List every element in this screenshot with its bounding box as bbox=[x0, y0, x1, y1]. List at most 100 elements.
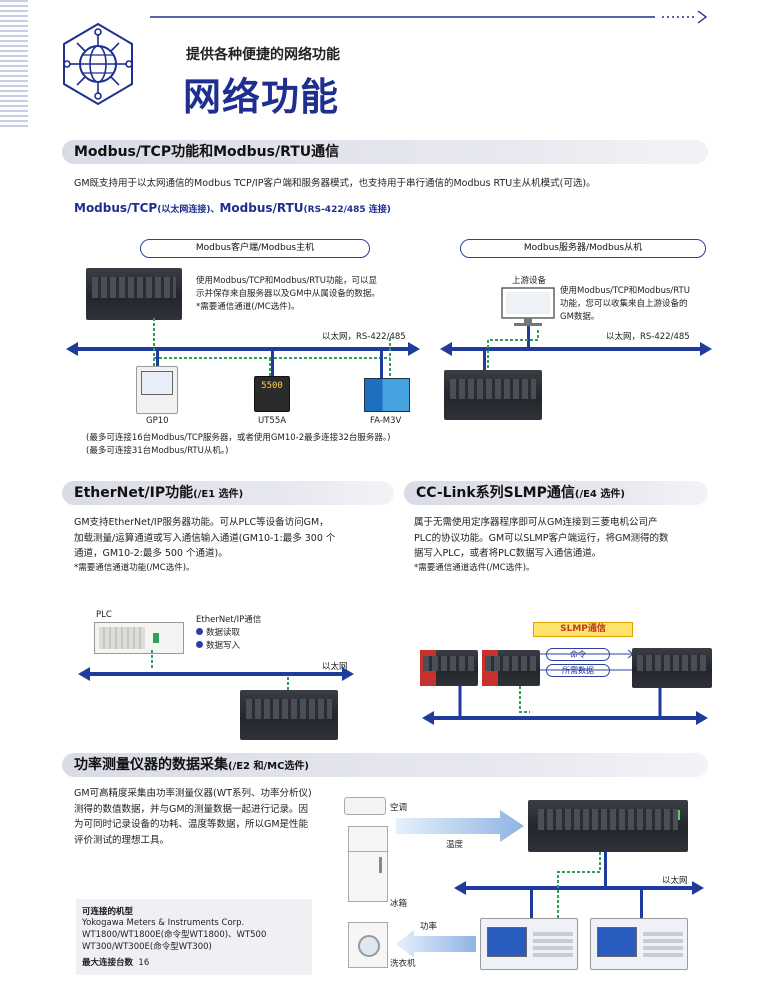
server-desc-line-2: 功能，您可以收集来自上游设备的 bbox=[560, 299, 688, 309]
dot-icon bbox=[196, 628, 203, 635]
models-line-2: WT1800/WT1800E(命令型WT1800)、WT500 bbox=[82, 930, 267, 940]
ut55a-device: 5500 bbox=[254, 376, 290, 412]
bus-left-arrow-r bbox=[408, 342, 420, 356]
gm-recorder-ethernetip bbox=[240, 690, 338, 740]
cclink-links bbox=[458, 686, 662, 716]
ethernetip-line-3: 通道，GM10-2:最多 500 个通道)。 bbox=[74, 548, 228, 559]
wt-power-meter-1 bbox=[480, 918, 578, 970]
client-desc-line-3: *需要通信通道(/MC选件)。 bbox=[196, 302, 300, 312]
power-label: 功率 bbox=[420, 922, 438, 932]
power-drop-wt2 bbox=[640, 888, 643, 918]
modbus-server-link bbox=[487, 328, 539, 378]
power-desc: GM可高精度采集由功率测量仪器(WT系列、功率分析仪) 测得的数值数据，并与GM… bbox=[74, 786, 340, 848]
modbus-server-pill: Modbus服务器/Modbus从机 bbox=[460, 239, 706, 258]
modbus-client-links bbox=[153, 318, 391, 376]
washing-machine-icon bbox=[348, 922, 388, 968]
fridge-label: 冰箱 bbox=[390, 899, 408, 909]
ethernetip-links bbox=[151, 650, 289, 690]
modbus-note-2: (最多可连接31台Modbus/RTU从机。) bbox=[86, 446, 229, 456]
globe-network-icon bbox=[63, 22, 133, 106]
bus-drop-ut55a bbox=[271, 350, 274, 378]
max-connection-label: 最大连接台数 bbox=[82, 958, 134, 968]
gm-recorder-server bbox=[444, 370, 542, 420]
legend-write-text: 数据写入 bbox=[206, 641, 241, 651]
ut55a-display: 5500 bbox=[261, 381, 283, 391]
bus-left-arrow-l bbox=[66, 342, 78, 356]
modbus-note-1: (最多可连接16台Modbus/TCP服务器，或者使用GM10-2最多连接32台… bbox=[86, 433, 391, 443]
ethernetip-bus-label: 以太网 bbox=[322, 662, 348, 672]
legend-read-text: 数据读取 bbox=[206, 628, 241, 638]
power-bus bbox=[460, 886, 696, 890]
mitsubishi-plc-1 bbox=[420, 650, 478, 686]
modbus-intro: GM既支持用于以太网通信的Modbus TCP/IP客户端和服务器模式，也支持用… bbox=[74, 178, 596, 189]
cclink-line-1: 属于无需使用定序器程序即可从GM连接到三菱电机公司产 bbox=[414, 517, 658, 528]
air-conditioner-icon bbox=[344, 797, 386, 815]
cclink-desc: 属于无需使用定序器程序即可从GM连接到三菱电机公司产 PLC的协议功能。GM可以… bbox=[414, 515, 710, 575]
power-bus-label: 以太网 bbox=[662, 876, 688, 886]
legend-read: 数据读取 bbox=[196, 627, 261, 640]
server-desc-line-1: 使用Modbus/TCP和Modbus/RTU bbox=[560, 286, 690, 296]
bus-line-right bbox=[446, 347, 706, 351]
bus-drop-fam3v bbox=[380, 350, 383, 378]
power-bus-arrow-l bbox=[454, 881, 466, 895]
cclink-bus bbox=[428, 716, 700, 720]
power-drop-gm bbox=[604, 852, 607, 888]
models-line-1: Yokogawa Meters & Instruments Corp. bbox=[82, 918, 245, 928]
page-title: 网络功能 bbox=[183, 75, 340, 119]
temperature-arrow bbox=[396, 810, 524, 842]
ethernetip-bus bbox=[84, 672, 346, 676]
compatible-models-box: 可连接的机型 Yokogawa Meters & Instruments Cor… bbox=[76, 899, 312, 975]
modbus-bus-label-left: 以太网，RS-422/485 bbox=[322, 332, 406, 342]
bus-line-left bbox=[72, 347, 412, 351]
bus-drop-server-gm bbox=[483, 350, 486, 372]
washer-label: 洗衣机 bbox=[390, 959, 416, 969]
plc-device bbox=[94, 622, 184, 654]
client-desc-line-2: 示并保存来自服务器以及GM中从属设备的数据。 bbox=[196, 289, 380, 299]
power-drop-wt1 bbox=[530, 888, 533, 918]
modbus-bus-label-right: 以太网，RS-422/485 bbox=[606, 332, 690, 342]
plc-label: PLC bbox=[96, 610, 112, 620]
page-subtitle: 提供各种便捷的网络功能 bbox=[186, 47, 340, 63]
dot-icon bbox=[196, 641, 203, 648]
client-desc-line-1: 使用Modbus/TCP和Modbus/RTU功能，可以显 bbox=[196, 276, 377, 286]
modbus-server-desc: 使用Modbus/TCP和Modbus/RTU 功能，您可以收集来自上游设备的 … bbox=[560, 285, 705, 324]
bus-right-arrow-r bbox=[700, 342, 712, 356]
ethernetip-heading-option: (/E1 选件) bbox=[193, 489, 244, 500]
legend-title: EtherNet/IP通信 bbox=[196, 615, 262, 625]
power-bus-arrow-r bbox=[692, 881, 704, 895]
ethernetip-heading: EtherNet/IP功能(/E1 选件) bbox=[62, 481, 394, 505]
power-heading: 功率测量仪器的数据采集(/E2 和/MC选件) bbox=[62, 753, 708, 777]
cclink-line-2: PLC的协议功能。GM可以SLMP客户端运行，将GM测得的数 bbox=[414, 532, 669, 544]
upstream-device-label: 上游设备 bbox=[512, 276, 547, 286]
mitsubishi-plc-2 bbox=[482, 650, 540, 686]
fa-m3v-device bbox=[364, 378, 410, 412]
power-line-1: GM可高精度采集由功率测量仪器(WT系列、功率分析仪) bbox=[74, 788, 312, 799]
power-heading-text: 功率测量仪器的数据采集 bbox=[74, 757, 228, 773]
ethernetip-line-4: *需要通信通道功能(/MC选件)。 bbox=[74, 562, 195, 573]
max-connection-row: 最大连接台数 16 bbox=[82, 957, 306, 969]
bus-drop-gp10 bbox=[156, 350, 159, 370]
modbus-client-desc: 使用Modbus/TCP和Modbus/RTU功能，可以显 示并保存来自服务器以… bbox=[196, 275, 406, 314]
bus-drop-computer bbox=[527, 326, 530, 348]
models-heading: 可连接的机型 bbox=[82, 907, 134, 917]
refrigerator-icon bbox=[348, 826, 388, 902]
cclink-heading: CC-Link系列SLMP通信(/E4 选件) bbox=[404, 481, 708, 505]
modbus-subheading: Modbus/TCP(以太网连接)、Modbus/RTU(RS-422/485 … bbox=[74, 201, 391, 215]
server-desc-line-3: GM数据。 bbox=[560, 312, 600, 322]
gp10-label: GP10 bbox=[146, 416, 169, 426]
modbus-sub-a: (以太网连接)、 bbox=[157, 205, 220, 215]
ethernetip-arrow-l bbox=[78, 667, 90, 681]
ethernetip-desc: GM支持EtherNet/IP服务器功能。可从PLC等设备访问GM， 加载测量/… bbox=[74, 515, 394, 575]
cclink-heading-text: CC-Link系列SLMP通信 bbox=[416, 485, 575, 501]
gm-recorder-power bbox=[528, 800, 688, 852]
modbus-sub-main: Modbus/TCP bbox=[74, 201, 158, 215]
ethernetip-arrow-r bbox=[342, 667, 354, 681]
ut55a-label: UT55A bbox=[258, 416, 287, 426]
models-line-3: WT300/WT300E(命令型WT300) bbox=[82, 942, 212, 952]
side-stripes bbox=[0, 0, 28, 130]
computer-icon bbox=[501, 287, 555, 326]
ethernetip-legend: EtherNet/IP通信 数据读取 数据写入 bbox=[196, 614, 261, 653]
modbus-heading: Modbus/TCP功能和Modbus/RTU通信 bbox=[62, 140, 708, 164]
power-line-2: 测得的数值数据，并与GM的测量数据一起进行记录。因 bbox=[74, 803, 309, 815]
fa-m3v-label: FA-M3V bbox=[370, 416, 402, 426]
